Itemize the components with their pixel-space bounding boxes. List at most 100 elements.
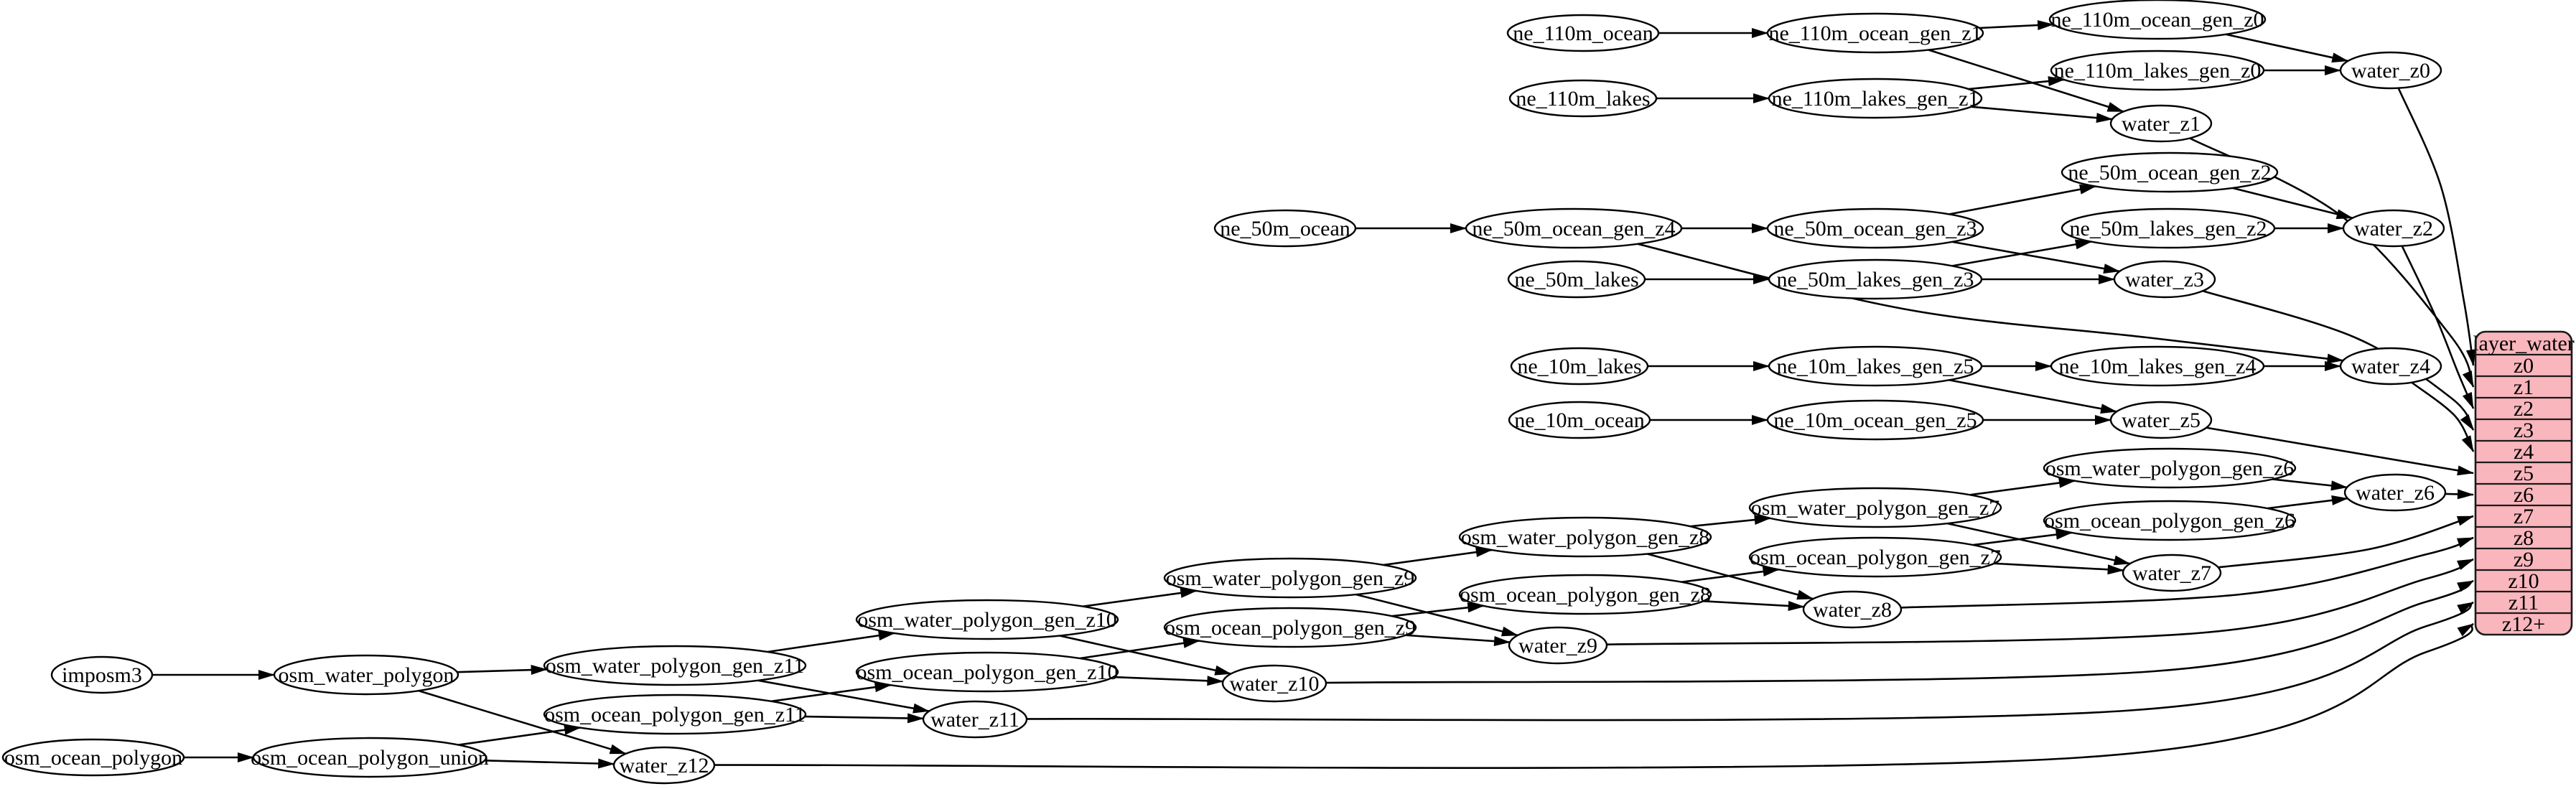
node-label-water_z4: water_z4	[2351, 355, 2430, 378]
node-ne_10m_lakes_gen_z4: ne_10m_lakes_gen_z4	[2050, 345, 2265, 387]
node-ne_110m_lakes: ne_110m_lakes	[1508, 79, 1658, 118]
edge-osm_ocean_polygon_gen_z10-to-water_z10	[1113, 676, 1224, 686]
node-osm_water_polygon: osm_water_polygon	[273, 654, 459, 696]
node-osm_water_polygon_gen_z6: osm_water_polygon_gen_z6	[2043, 447, 2297, 489]
node-label-ne_10m_lakes: ne_10m_lakes	[1517, 355, 1641, 378]
node-label-osm_ocean_polygon_gen_z7: osm_ocean_polygon_gen_z7	[1750, 546, 2001, 569]
edge-osm_ocean_polygon_gen_z6-to-water_z6	[2267, 495, 2348, 510]
node-label-osm_water_polygon_gen_z6: osm_water_polygon_gen_z6	[2045, 457, 2295, 480]
node-shape-ne_110m_lakes_gen_z0	[2050, 50, 2265, 91]
layer-water-table: layer_waterz0z1z2z3z4z5z6z7z8z9z10z11z12…	[2473, 330, 2575, 636]
node-shape-water_z0	[2339, 51, 2442, 90]
node-label-osm_water_polygon_gen_z11: osm_water_polygon_gen_z11	[546, 654, 804, 678]
node-label-water_z12: water_z12	[620, 754, 709, 778]
node-ne_10m_lakes: ne_10m_lakes	[1510, 347, 1649, 386]
edge-osm_water_polygon_gen_z10-to-osm_water_polygon_gen_z9	[1083, 588, 1198, 607]
edge-osm_ocean_polygon_gen_z11-to-water_z11	[804, 713, 925, 724]
node-shape-imposm3	[50, 655, 154, 694]
node-ne_110m_ocean: ne_110m_ocean	[1506, 14, 1660, 52]
node-shape-ne_110m_lakes_gen_z1	[1768, 78, 1983, 119]
table-row-z10: z10	[2508, 569, 2539, 593]
node-shape-ne_110m_ocean	[1506, 14, 1660, 52]
edge-osm_ocean_polygon_gen_z10-to-osm_ocean_polygon_gen_z9	[1080, 638, 1200, 660]
edge-osm_ocean_polygon_gen_z11-to-osm_ocean_polygon_gen_z10	[771, 682, 892, 703]
edge-ne_110m_lakes_gen_z1-to-water_z1	[1971, 106, 2114, 123]
node-label-ne_110m_ocean_gen_z1: ne_110m_ocean_gen_z1	[1768, 22, 1982, 45]
table-row-z8: z8	[2514, 526, 2534, 550]
node-osm_ocean_polygon_gen_z7: osm_ocean_polygon_gen_z7	[1748, 536, 2002, 578]
node-label-water_z0: water_z0	[2351, 59, 2430, 83]
node-water_z5: water_z5	[2109, 401, 2213, 439]
node-osm_water_polygon_gen_z11: osm_water_polygon_gen_z11	[543, 645, 807, 686]
table-row-z12+: z12+	[2502, 612, 2545, 636]
node-label-ne_110m_ocean: ne_110m_ocean	[1513, 22, 1653, 45]
node-label-osm_water_polygon_gen_z9: osm_water_polygon_gen_z9	[1166, 566, 1415, 590]
edge-water_z4-to-layer_water-z4	[2411, 381, 2475, 452]
node-ne_50m_ocean_gen_z3: ne_50m_ocean_gen_z3	[1766, 207, 1984, 249]
node-label-ne_50m_ocean_gen_z2: ne_50m_ocean_gen_z2	[2068, 161, 2271, 185]
node-osm_water_polygon_gen_z9: osm_water_polygon_gen_z9	[1163, 557, 1417, 599]
edge-ne_110m_ocean_gen_z1-to-water_z1	[1928, 49, 2124, 113]
edge-osm_water_polygon_gen_z6-to-water_z6	[2272, 478, 2348, 491]
edge-water_z8-to-layer_water-z8	[1900, 536, 2474, 609]
node-osm_ocean_polygon_gen_z10: osm_ocean_polygon_gen_z10	[855, 651, 1119, 693]
node-shape-ne_50m_ocean_gen_z3	[1766, 207, 1984, 249]
node-shape-osm_ocean_polygon	[1, 738, 185, 777]
node-ne_50m_ocean: ne_50m_ocean	[1213, 209, 1357, 248]
node-shape-osm_ocean_polygon_union	[252, 737, 487, 778]
table-title: layer_water	[2473, 332, 2575, 355]
node-ne_50m_ocean_gen_z4: ne_50m_ocean_gen_z4	[1465, 207, 1683, 249]
node-label-ne_110m_ocean_gen_z0: ne_110m_ocean_gen_z0	[2050, 8, 2264, 32]
table-row-z3: z3	[2514, 419, 2534, 442]
node-shape-ne_50m_lakes	[1507, 260, 1646, 299]
node-label-ne_110m_lakes_gen_z1: ne_110m_lakes_gen_z1	[1772, 87, 1979, 111]
node-shape-ne_10m_lakes_gen_z4	[2050, 345, 2265, 387]
node-water_z12: water_z12	[612, 746, 716, 785]
edge-water_z10-to-layer_water-z10	[1325, 579, 2474, 684]
edge-osm_ocean_polygon_gen_z8-to-osm_ocean_polygon_gen_z7	[1681, 566, 1780, 583]
table-row-z11: z11	[2509, 591, 2539, 615]
node-shape-osm_ocean_polygon_gen_z6	[2043, 500, 2297, 541]
edge-ne_110m_lakes_gen_z1-to-ne_110m_lakes_gen_z0	[1968, 76, 2065, 90]
node-shape-ne_50m_lakes_gen_z2	[2061, 207, 2276, 249]
node-shape-osm_ocean_polygon_gen_z10	[855, 651, 1119, 693]
node-label-osm_ocean_polygon_gen_z9: osm_ocean_polygon_gen_z9	[1165, 616, 1416, 640]
node-label-osm_ocean_polygon_union: osm_ocean_polygon_union	[251, 746, 489, 770]
node-label-water_z8: water_z8	[1813, 598, 1892, 622]
node-label-water_z6: water_z6	[2356, 481, 2435, 505]
node-ne_50m_lakes_gen_z2: ne_50m_lakes_gen_z2	[2061, 207, 2276, 249]
table-row-z1: z1	[2514, 375, 2534, 399]
node-shape-water_z10	[1221, 664, 1327, 703]
edge-osm_ocean_polygon_gen_z9-to-water_z9	[1405, 634, 1511, 647]
node-osm_ocean_polygon_union: osm_ocean_polygon_union	[251, 737, 489, 778]
node-ne_110m_ocean_gen_z0: ne_110m_ocean_gen_z0	[2048, 0, 2267, 40]
table-row-z9: z9	[2514, 548, 2534, 571]
node-water_z7: water_z7	[2122, 554, 2222, 592]
edge-osm_ocean_polygon_union-to-water_z12	[484, 758, 615, 769]
edge-water_z11-to-layer_water-z11	[1026, 601, 2474, 722]
node-shape-water_z12	[612, 746, 716, 785]
node-shape-ne_50m_lakes_gen_z3	[1768, 258, 1983, 300]
node-label-ne_50m_lakes_gen_z3: ne_50m_lakes_gen_z3	[1777, 268, 1974, 291]
node-shape-ne_10m_ocean_gen_z5	[1766, 399, 1984, 441]
node-shape-osm_ocean_polygon_gen_z7	[1748, 536, 2002, 578]
node-label-ne_50m_ocean_gen_z3: ne_50m_ocean_gen_z3	[1773, 217, 1977, 241]
node-shape-ne_50m_ocean_gen_z4	[1465, 207, 1683, 249]
node-label-water_z3: water_z3	[2125, 268, 2204, 291]
node-label-ne_50m_ocean_gen_z4: ne_50m_ocean_gen_z4	[1472, 217, 1675, 241]
node-water_z0: water_z0	[2339, 51, 2442, 90]
edge-ne_110m_ocean_gen_z1-to-ne_110m_ocean_gen_z0	[1979, 20, 2055, 31]
node-osm_ocean_polygon_gen_z8: osm_ocean_polygon_gen_z8	[1458, 574, 1712, 615]
node-shape-water_z9	[1508, 626, 1608, 665]
node-water_z8: water_z8	[1802, 590, 1903, 629]
node-label-water_z5: water_z5	[2122, 408, 2201, 432]
node-water_z3: water_z3	[2113, 260, 2216, 299]
node-shape-water_z5	[2109, 401, 2213, 439]
node-water_z1: water_z1	[2109, 104, 2213, 143]
node-shape-osm_ocean_polygon_gen_z9	[1163, 607, 1417, 648]
node-label-ne_10m_ocean_gen_z5: ne_10m_ocean_gen_z5	[1773, 408, 1977, 432]
edge-water_z7-to-layer_water-z7	[2218, 515, 2474, 569]
node-shape-water_z3	[2113, 260, 2216, 299]
node-shape-ne_10m_lakes_gen_z5	[1768, 345, 1983, 387]
